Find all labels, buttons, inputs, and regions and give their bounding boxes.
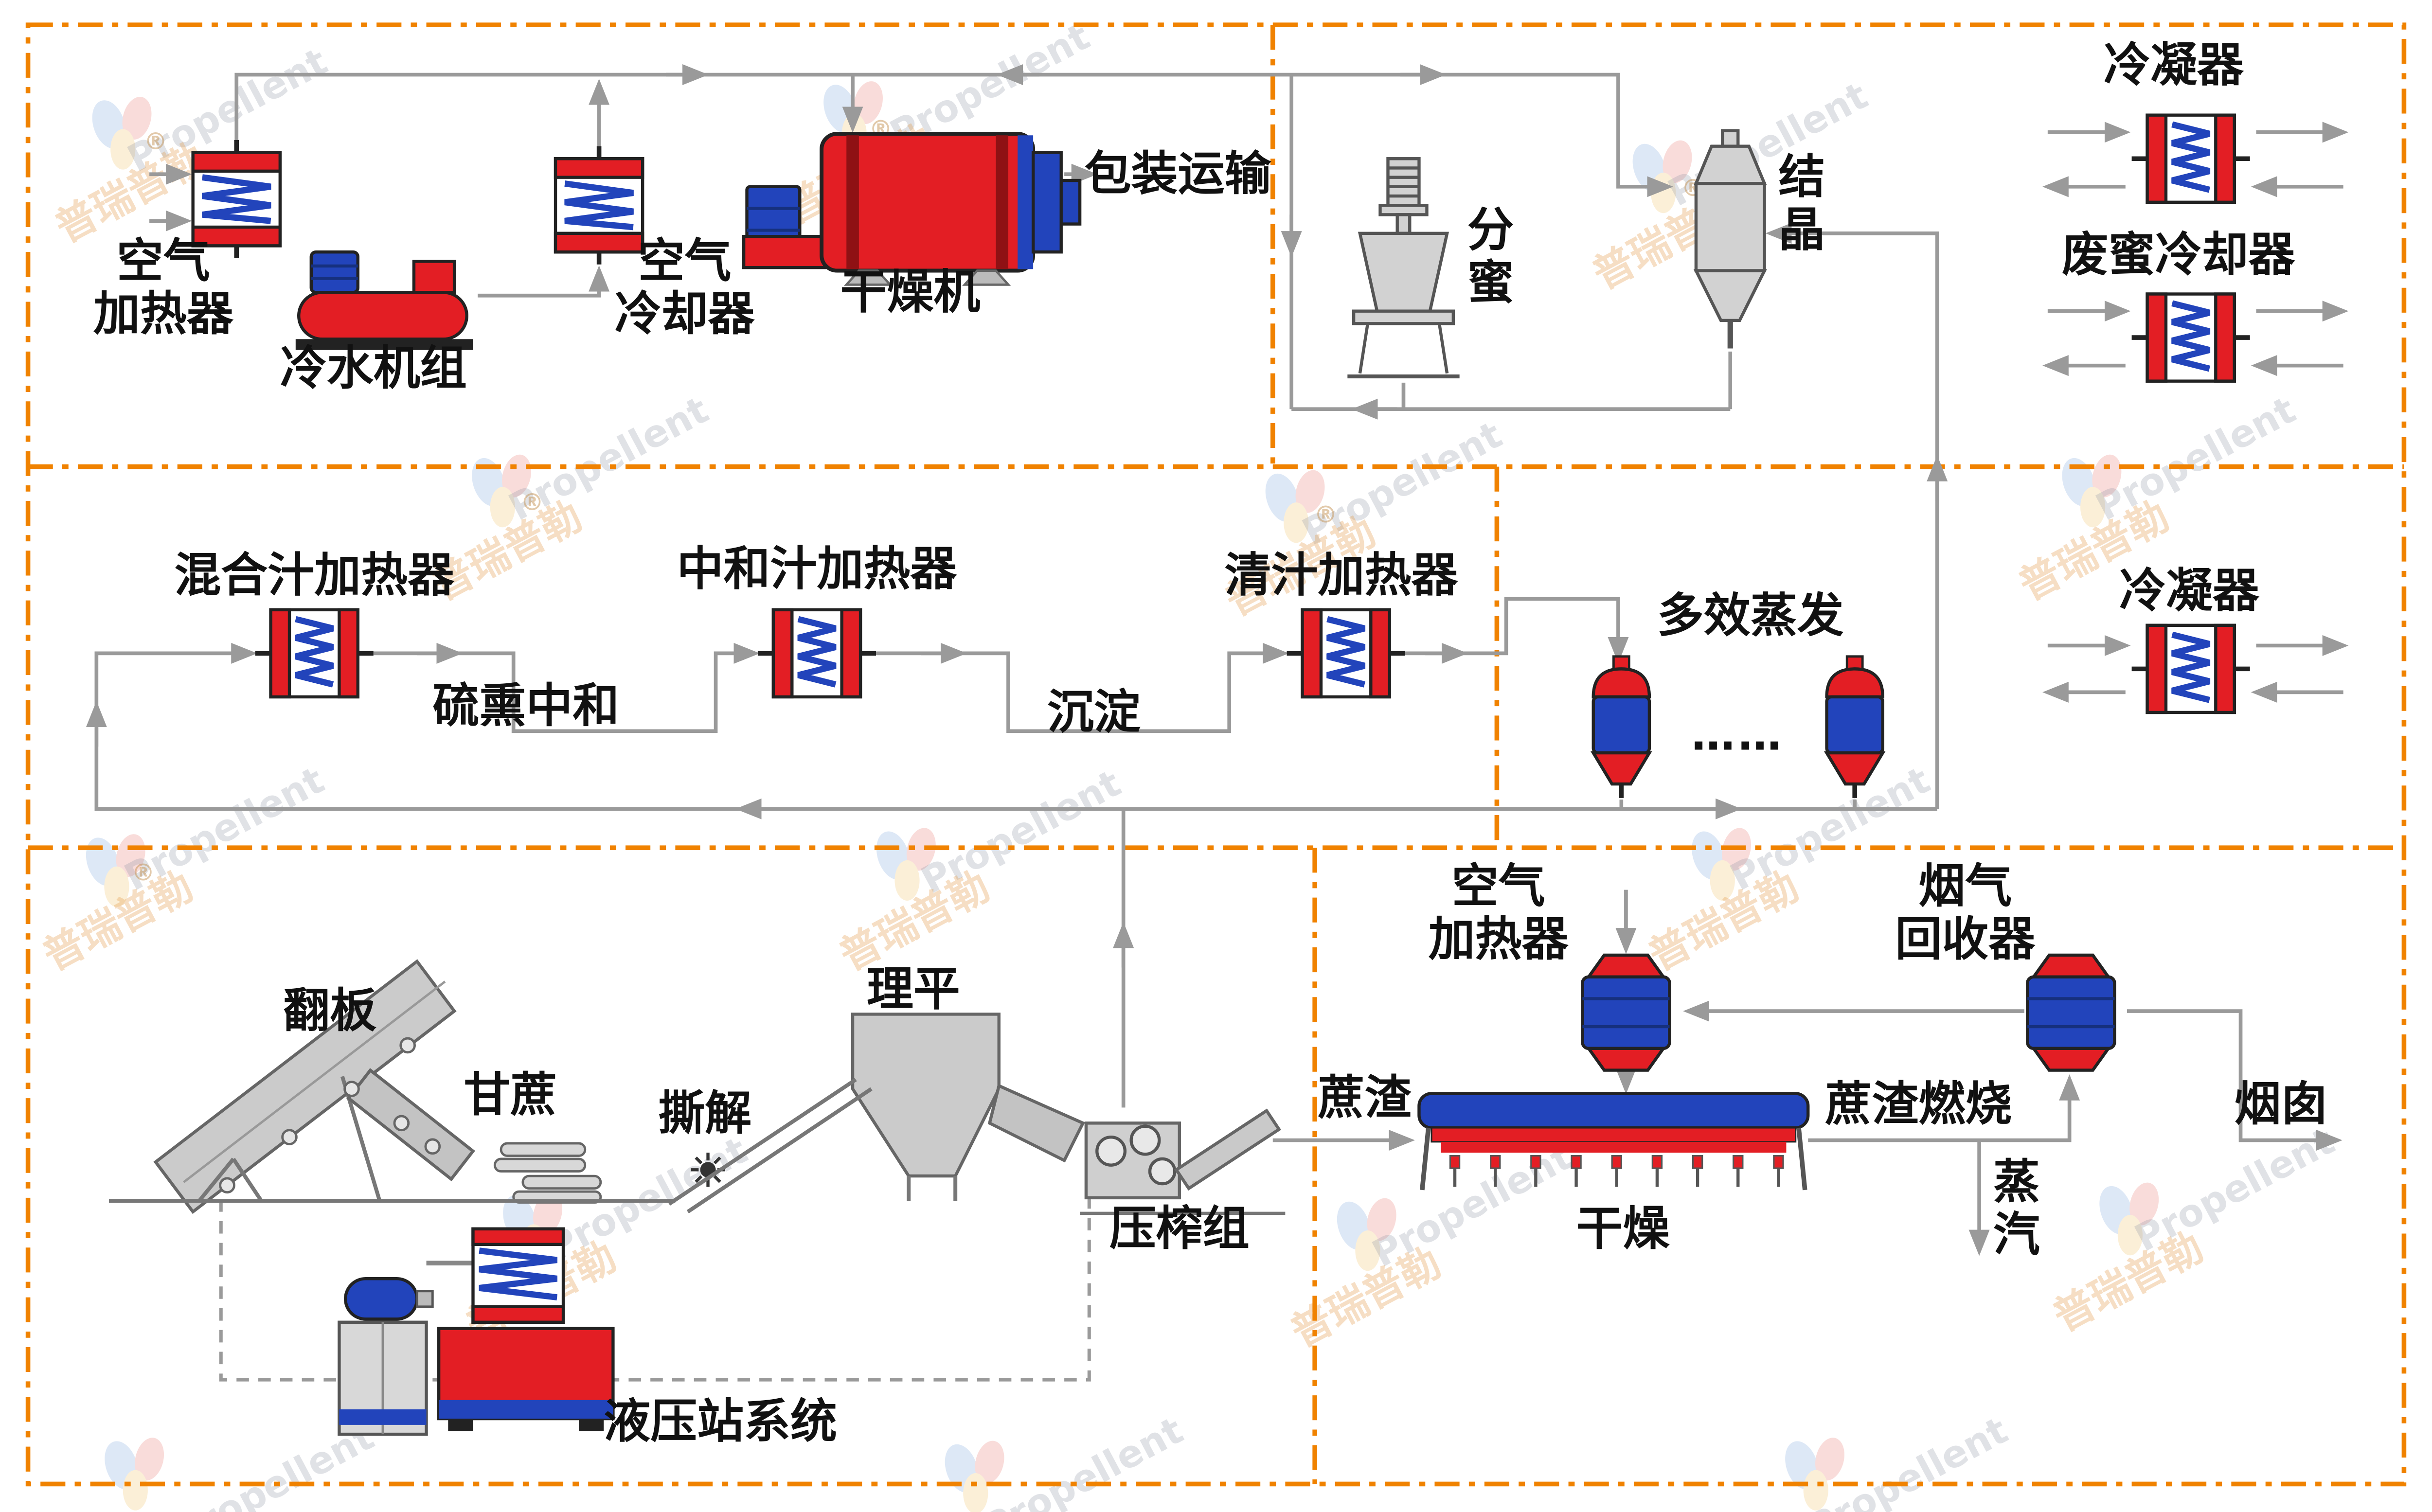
ground-conveyor [108,1078,873,1214]
registered-mark: ® [131,859,155,886]
label-air-heater-bottom-line1: 空气 [1452,859,1545,913]
label-bagasse-burning: 蔗渣燃烧 [1825,1077,2012,1131]
registered-mark: ® [520,489,544,516]
label-steam-line2: 汽 [1993,1208,2040,1262]
label-leveling: 理平 [867,961,960,1016]
label-press-group: 压榨组 [1109,1201,1250,1256]
label-flue-gas-recovery-line2: 回收器 [1895,912,2036,966]
label-air-heater-line1: 空气 [117,233,210,288]
mill-icon [1080,1108,1286,1215]
dryer-icon [742,132,1082,286]
label-chiller: 冷水机组 [280,341,467,395]
label-bagasse: 蔗渣 [1318,1070,1412,1125]
label-molasses-cooler: 废蜜冷却器 [2062,228,2296,282]
label-neutral-juice-heater: 中和汁加热器 [677,542,958,596]
label-air-cooler-line1: 空气 [638,233,732,288]
label-air-heater-bottom-line2: 加热器 [1429,912,1569,966]
label-flip-plate: 翻板 [283,983,376,1038]
label-clear-juice-heater: 清汁加热器 [1225,548,1459,602]
registered-mark: ® [1314,501,1338,529]
air-cooler-icon [555,146,643,265]
label-dryer: 干燥机 [840,265,980,319]
label-hydraulic-station: 液压站系统 [604,1394,837,1448]
label-separator-line2: 蜜 [1467,255,1514,310]
flow-arrows [86,64,1948,968]
leveler-icon [851,1013,1085,1201]
label-condenser-top: 冷凝器 [2104,37,2244,92]
cane-table-icon [153,959,475,1214]
condenser-top-icon [2132,115,2250,202]
clear-juice-heater-icon [1287,610,1405,697]
label-drying: 干燥 [1576,1201,1670,1256]
label-shredding: 撕解 [658,1086,751,1140]
labels-layer: 空气 加热器 冷水机组 空气 冷却器 干燥机 包装运输 分 蜜 结 晶 冷凝器 … [93,37,2328,1448]
section-borders [25,22,2407,1487]
hydraulic-station-icon [338,1227,615,1436]
label-condenser-mid: 冷凝器 [2119,563,2260,618]
air-heater-bottom-icon [1582,955,1669,1070]
label-crystallizer-line2: 晶 [1778,202,1825,257]
label-chimney: 烟囱 [2235,1077,2328,1131]
mixed-juice-heater-icon [255,610,374,697]
pipe-lines [94,72,2349,1382]
label-air-heater-line2: 加热器 [93,286,234,341]
chiller-icon [295,250,473,350]
label-multi-effect-evaporation: 多效蒸发 [1657,588,1844,643]
label-crystallizer-line1: 结 [1778,150,1825,204]
registered-mark: ® [144,128,167,155]
condenser-mid-icon [2132,625,2250,712]
label-evaporator-ellipsis: …… [1691,710,1785,761]
label-air-cooler-line2: 冷却器 [615,286,755,341]
label-flue-gas-recovery-line1: 烟气 [1918,859,2012,913]
label-steam-line1: 蒸 [1993,1155,2040,1209]
label-packing: 包装运输 [1085,146,1272,201]
label-sulfitation: 硫熏中和 [432,678,619,733]
neutral-juice-heater-icon [758,610,876,697]
label-sedimentation: 沉淀 [1047,685,1141,739]
flue-recovery-icon [2027,955,2114,1070]
label-separator-line1: 分 [1467,202,1514,257]
label-sugarcane: 甘蔗 [464,1067,557,1122]
label-mixed-juice-heater: 混合汁加热器 [174,548,455,602]
molasses-cooler-icon [2132,294,2250,381]
furnace-icon [1417,1092,1810,1191]
